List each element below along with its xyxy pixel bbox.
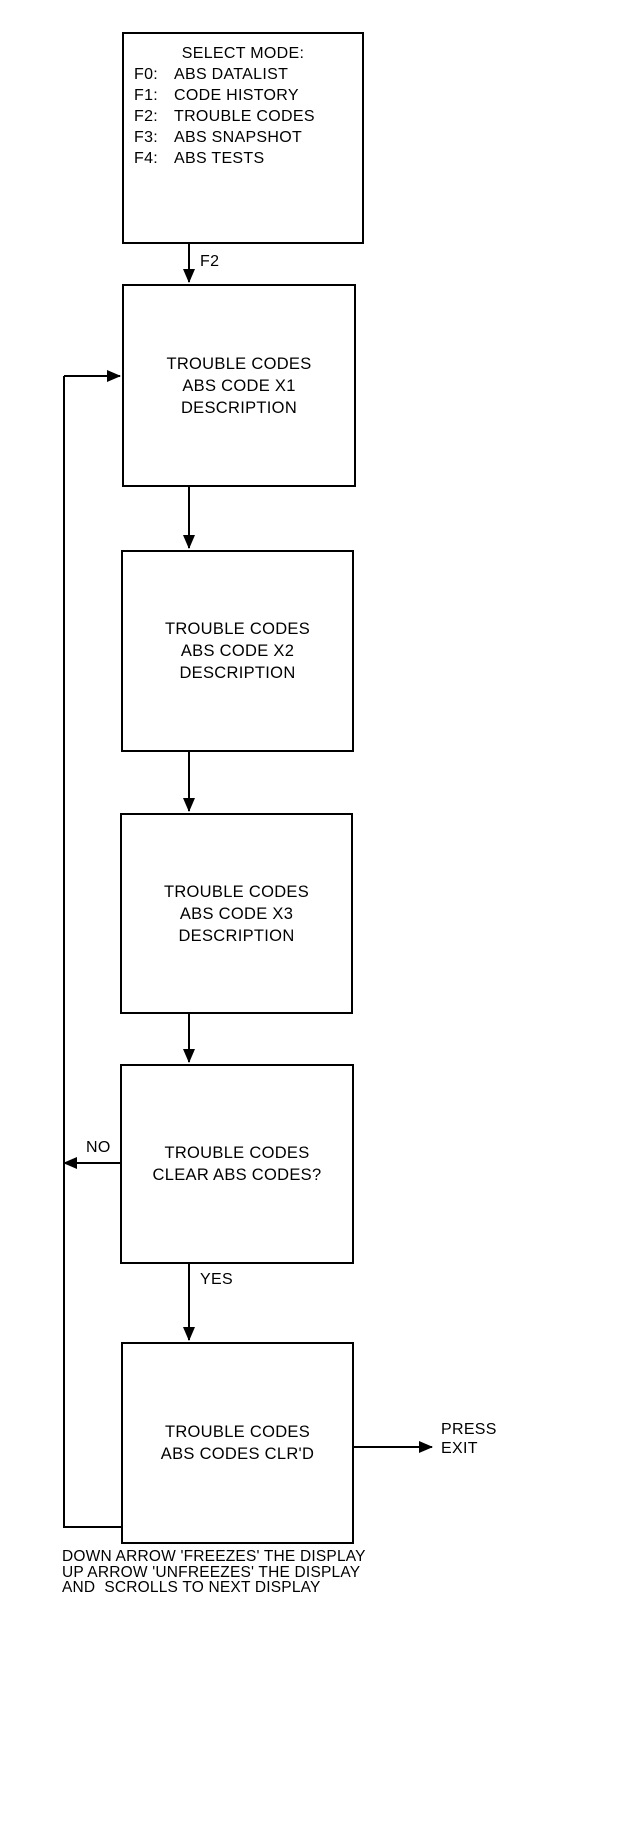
footnote-line: AND SCROLLS TO NEXT DISPLAY [62, 1579, 321, 1596]
edge-label-yes: YES [200, 1271, 233, 1288]
edge-label-no: NO [86, 1139, 111, 1156]
step-line: ABS CODE X2 [180, 642, 295, 660]
menu-item-f1: F1: CODE HISTORY [124, 85, 362, 106]
menu-item-key: F0: [134, 66, 159, 83]
menu-item-label: ABS SNAPSHOT [174, 129, 303, 146]
step-line: TROUBLE CODES [164, 620, 311, 638]
menu-item-f4: F4: ABS TESTS [124, 148, 362, 169]
menu-item-key: F3: [134, 129, 159, 146]
step-line: ABS CODE X1 [182, 376, 296, 395]
step-box-clear-codes: TROUBLE CODES CLEAR ABS CODES? [120, 1064, 354, 1264]
loop-back-line [63, 376, 121, 1528]
step-line: TROUBLE CODES [163, 882, 310, 901]
step-box-code-x3: TROUBLE CODES ABS CODE X3 DESCRIPTION [120, 813, 353, 1014]
select-mode-title: SELECT MODE: [181, 45, 305, 62]
menu-item-f3: F3: ABS SNAPSHOT [124, 127, 362, 148]
step-line: TROUBLE CODES [166, 354, 312, 373]
press-exit-line: PRESS [441, 1421, 497, 1438]
step-line: ABS CODES CLR'D [160, 1445, 315, 1463]
press-exit-label: PRESS EXIT [441, 1420, 497, 1458]
step-line: DESCRIPTION [180, 398, 298, 417]
step-line: TROUBLE CODES [164, 1144, 310, 1162]
step-box-code-x1: TROUBLE CODES ABS CODE X1 DESCRIPTION [122, 284, 356, 487]
menu-item-f2: F2: TROUBLE CODES [124, 106, 362, 127]
menu-item-key: F2: [134, 108, 159, 125]
step-line: CLEAR ABS CODES? [152, 1166, 322, 1184]
menu-item-label: ABS DATALIST [174, 66, 289, 83]
footnote-line: DOWN ARROW 'FREEZES' THE DISPLAY [62, 1548, 366, 1565]
menu-item-key: F4: [134, 150, 159, 167]
step-box-codes-cleared: TROUBLE CODES ABS CODES CLR'D [121, 1342, 354, 1544]
step-line: TROUBLE CODES [164, 1423, 311, 1441]
step-line: ABS CODE X3 [179, 904, 294, 923]
menu-item-key: F1: [134, 87, 159, 104]
menu-item-label: CODE HISTORY [174, 87, 299, 104]
select-mode-box: SELECT MODE: F0: ABS DATALIST F1: CODE HIS… [122, 32, 364, 244]
menu-item-label: TROUBLE CODES [174, 108, 315, 125]
step-line: DESCRIPTION [178, 926, 295, 945]
footnote-line: UP ARROW 'UNFREEZES' THE DISPLAY [62, 1563, 361, 1581]
menu-item-label: ABS TESTS [174, 150, 265, 167]
step-box-code-x2: TROUBLE CODES ABS CODE X2 DESCRIPTION [121, 550, 354, 752]
footnote: DOWN ARROW 'FREEZES' THE DISPLAY UP ARRO… [62, 1549, 366, 1596]
press-exit-line: EXIT [441, 1440, 478, 1457]
step-line: DESCRIPTION [179, 664, 296, 682]
edge-label-f2: F2 [200, 253, 220, 270]
menu-item-f0: F0: ABS DATALIST [124, 64, 362, 85]
